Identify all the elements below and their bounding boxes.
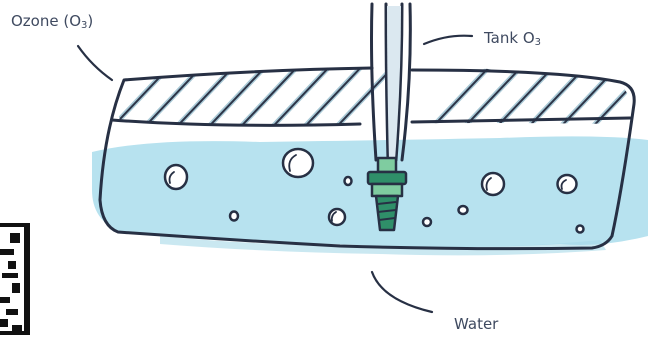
ozone-label-suffix: ) xyxy=(87,12,94,30)
bubble xyxy=(421,216,433,228)
ozone-leader-line xyxy=(76,44,114,82)
tube-fill xyxy=(387,6,401,160)
ozone-tube xyxy=(370,2,412,162)
water-label-text: Water xyxy=(454,315,499,333)
bubble-highlights xyxy=(168,154,567,222)
tank-leader-line xyxy=(422,34,474,46)
bubble xyxy=(163,163,189,191)
tank-outline xyxy=(98,66,636,251)
bubble xyxy=(556,173,578,195)
diffuser-nozzle xyxy=(366,156,408,232)
tank-label-subscript: 3 xyxy=(534,37,542,48)
tank-label: Tank O3 xyxy=(484,29,541,52)
bubble xyxy=(281,147,315,179)
bubble xyxy=(575,224,585,234)
qr-code-icon xyxy=(0,223,30,335)
bubble xyxy=(480,171,506,197)
bubble xyxy=(457,204,469,216)
ozone-label: Ozone (O3) xyxy=(11,12,93,35)
water-leader-line xyxy=(370,270,434,314)
bubble xyxy=(327,207,347,227)
ozone-label-text: Ozone (O xyxy=(11,12,82,30)
water-label: Water xyxy=(454,315,498,333)
bubble xyxy=(228,210,240,222)
tank-label-text: Tank O xyxy=(484,29,535,47)
bubble xyxy=(343,175,353,187)
water-shade xyxy=(160,236,606,256)
ozone-label-subscript: 3 xyxy=(81,20,88,31)
